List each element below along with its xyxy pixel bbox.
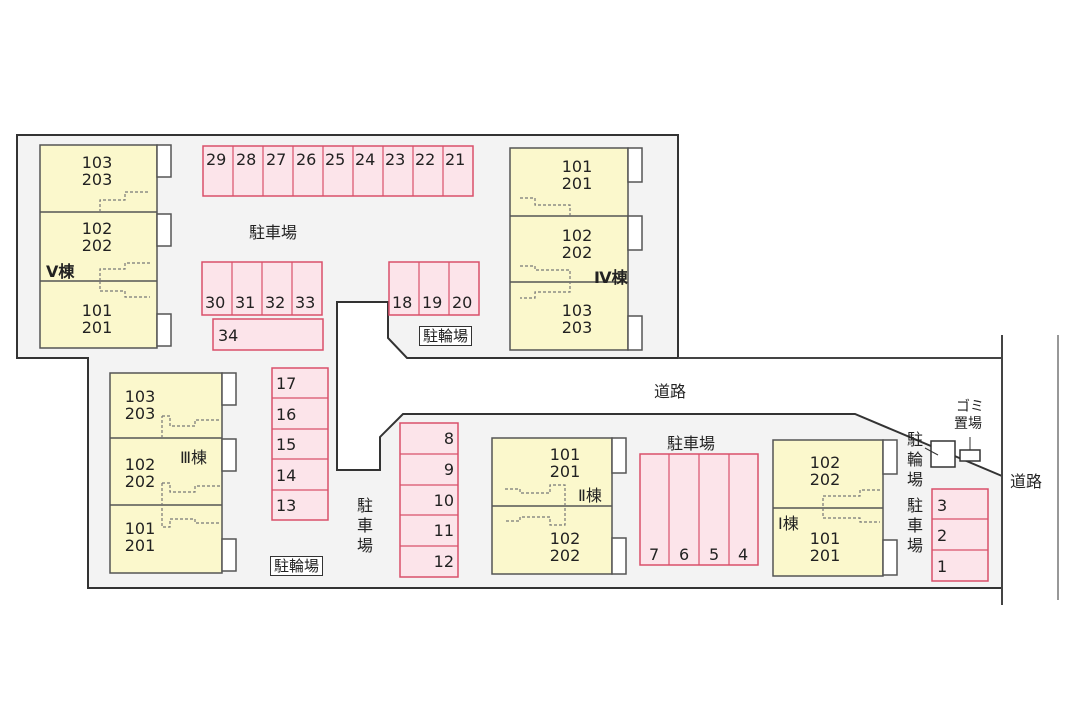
parking-space: 10 — [433, 491, 454, 510]
unit-label-i-2: 101 201 — [809, 529, 841, 565]
unit-label-v-3: 101 201 — [81, 301, 113, 337]
parking-space: 25 — [325, 150, 346, 169]
parking-label-center: 駐車場 — [667, 434, 716, 453]
parking-space: 5 — [709, 545, 720, 564]
parking-space: 24 — [355, 150, 376, 169]
unit-label-iii-1: 103 203 — [124, 387, 156, 423]
top-row-dividers — [232, 146, 444, 196]
parking-space: 13 — [276, 496, 297, 515]
parking-space: 27 — [266, 150, 287, 169]
road-label-center: 道路 — [654, 382, 687, 401]
parking-space: 8 — [443, 429, 454, 448]
unit-label-iv-1: 101 201 — [561, 157, 593, 193]
parking-space: 34 — [218, 326, 239, 345]
unit-label-ii-1: 101 201 — [549, 445, 581, 481]
parking-space: 29 — [206, 150, 227, 169]
parking-space: 3 — [937, 496, 948, 515]
parking-space: 14 — [276, 466, 297, 485]
parking-label-vertical-right: 駐車場 — [906, 496, 923, 555]
parking-space: 26 — [296, 150, 317, 169]
unit-label-i-1: 102 202 — [809, 453, 841, 489]
parking-space: 9 — [443, 460, 454, 479]
parking-space: 31 — [235, 293, 256, 312]
garbage-label-1: ゴミ — [956, 399, 984, 415]
unit-label-v-2: 102 202 — [81, 219, 113, 255]
parking-space: 23 — [385, 150, 406, 169]
unit-label-iv-3: 103 203 — [561, 301, 593, 337]
building-name-iii: Ⅲ棟 — [180, 448, 208, 467]
unit-label-iii-3: 101 201 — [124, 519, 156, 555]
garbage-label-2: 置場 — [954, 416, 982, 432]
parking-space: 22 — [415, 150, 436, 169]
parking-space: 12 — [433, 552, 454, 571]
parking-space: 21 — [445, 150, 466, 169]
bicycle-parking-upper: 駐輪場 — [419, 326, 473, 346]
parking-space: 28 — [236, 150, 257, 169]
building-name-iv: Ⅳ棟 — [594, 268, 628, 287]
building-name-ii: Ⅱ棟 — [578, 486, 602, 505]
parking-space: 32 — [265, 293, 286, 312]
parking-label-vertical: 駐車場 — [356, 496, 373, 555]
building-name-i: Ⅰ棟 — [778, 514, 799, 533]
unit-label-v-1: 103 203 — [81, 153, 113, 189]
parking-space: 18 — [392, 293, 413, 312]
parking-space: 16 — [276, 405, 297, 424]
parking-space: 19 — [422, 293, 443, 312]
parking-space: 17 — [276, 374, 297, 393]
parking-space: 15 — [276, 435, 297, 454]
unit-label-iii-2: 102 202 — [124, 455, 156, 491]
unit-label-iv-2: 102 202 — [561, 226, 593, 262]
parking-space: 4 — [738, 545, 749, 564]
unit-label-ii-2: 102 202 — [549, 529, 581, 565]
bicycle-label-vertical: 駐輪場 — [906, 430, 923, 489]
parking-space: 33 — [295, 293, 316, 312]
parking-space: 6 — [679, 545, 690, 564]
bicycle-parking-lower: 駐輪場 — [270, 556, 324, 576]
parking-space: 1 — [937, 557, 948, 576]
parking-space: 11 — [433, 521, 454, 540]
building-name-v: Ⅴ棟 — [46, 262, 75, 281]
parking-space: 30 — [205, 293, 226, 312]
parking-space: 7 — [649, 545, 660, 564]
parking-label-top: 駐車場 — [249, 223, 298, 242]
parking-space: 2 — [937, 526, 948, 545]
parking-space: 20 — [452, 293, 473, 312]
road-label-right: 道路 — [1010, 472, 1043, 491]
